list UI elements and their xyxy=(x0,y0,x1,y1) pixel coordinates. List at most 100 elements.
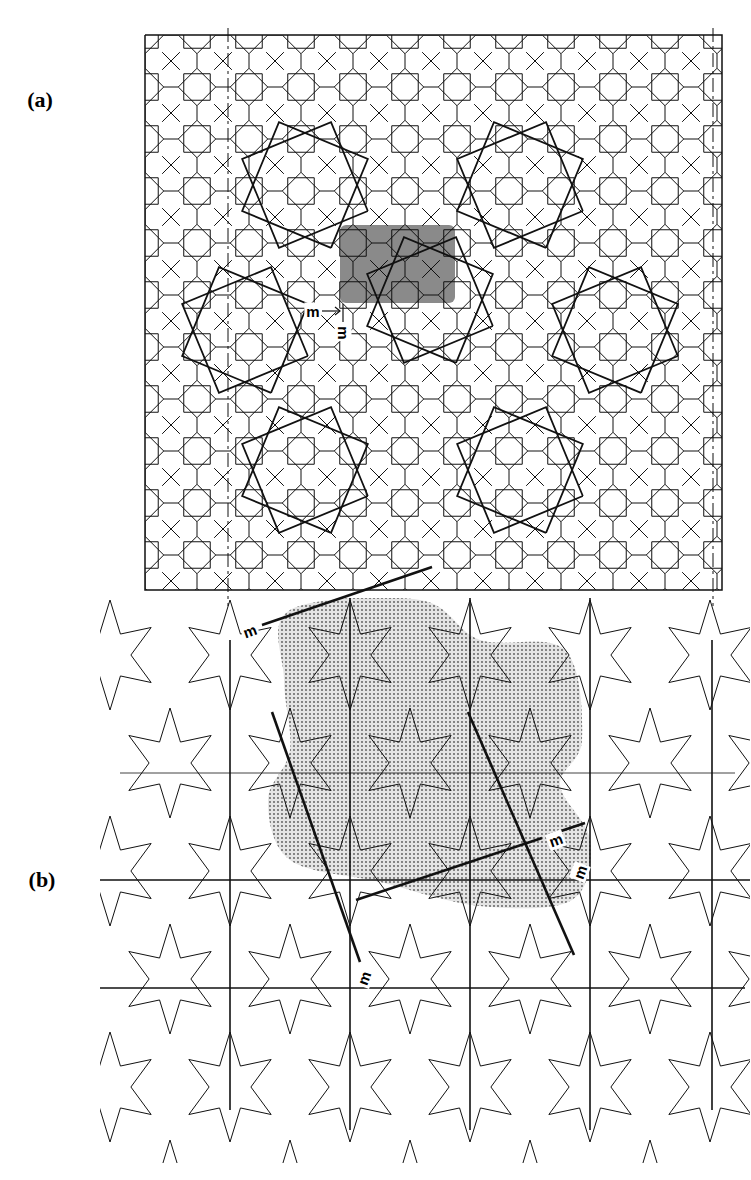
pattern-line xyxy=(509,470,510,485)
cross-mark xyxy=(162,260,180,278)
pattern-line xyxy=(216,243,231,244)
star-square xyxy=(600,438,626,464)
star-square xyxy=(145,536,164,573)
pattern-line xyxy=(197,210,198,225)
star-square xyxy=(145,230,158,256)
star-square xyxy=(594,120,631,157)
star-square xyxy=(496,282,522,308)
pattern-line xyxy=(405,210,406,225)
cross-mark xyxy=(162,156,180,174)
pattern-line xyxy=(613,366,614,381)
cross-mark xyxy=(266,312,284,330)
star-square xyxy=(334,536,371,573)
cross-mark xyxy=(474,104,492,122)
pattern-line xyxy=(424,87,439,88)
cross-mark xyxy=(682,364,700,382)
star-square xyxy=(282,172,319,209)
pattern-line xyxy=(320,555,335,556)
mirror-label: m xyxy=(239,620,261,642)
cross-mark xyxy=(422,572,440,590)
cross-mark xyxy=(162,312,180,330)
star-square xyxy=(236,74,262,100)
pattern-line xyxy=(353,158,354,173)
cross-mark xyxy=(422,52,440,70)
star-square xyxy=(230,68,267,105)
star-shape xyxy=(369,1140,451,1163)
pattern-line xyxy=(164,347,179,348)
cross-mark xyxy=(370,208,388,226)
pattern-line xyxy=(320,347,335,348)
star-shape xyxy=(100,816,151,926)
pattern-line xyxy=(509,314,510,329)
cross-mark xyxy=(682,468,700,486)
cross-mark xyxy=(162,572,180,590)
star-square xyxy=(178,120,215,157)
axis-line xyxy=(713,28,714,606)
pattern-line xyxy=(164,243,179,244)
pattern-line xyxy=(632,191,647,192)
star-square xyxy=(548,126,574,152)
cross-mark xyxy=(630,468,648,486)
cross-mark xyxy=(214,156,232,174)
cross-mark xyxy=(162,156,180,174)
pattern-line xyxy=(580,451,595,452)
pattern-line xyxy=(528,295,543,296)
cross-mark xyxy=(162,416,180,434)
shaded-region xyxy=(268,598,591,908)
cross-mark xyxy=(266,104,284,122)
pattern-line xyxy=(249,210,250,225)
cross-mark xyxy=(318,364,336,382)
star-square xyxy=(490,432,527,469)
pattern-line xyxy=(684,347,699,348)
cross-mark xyxy=(370,156,388,174)
pattern-line xyxy=(665,210,666,225)
cross-mark xyxy=(370,468,388,486)
cross-mark xyxy=(318,260,336,278)
star-square xyxy=(600,230,626,256)
cross-mark xyxy=(578,572,596,590)
cross-mark xyxy=(474,52,492,70)
pattern-line xyxy=(561,522,562,537)
star-shape xyxy=(669,816,750,926)
pattern-line xyxy=(353,54,354,69)
star-square xyxy=(178,328,215,365)
star-square xyxy=(600,282,626,308)
star-square xyxy=(184,542,210,568)
pattern-line xyxy=(197,418,198,433)
cross-mark xyxy=(370,416,388,434)
cross-mark xyxy=(266,312,284,330)
star-square xyxy=(542,68,579,105)
pattern-line xyxy=(528,87,543,88)
cross-mark xyxy=(578,104,596,122)
star-square xyxy=(438,484,475,521)
pattern-line xyxy=(301,210,302,225)
star-square xyxy=(145,282,158,308)
star-shape xyxy=(100,600,151,710)
guide-line xyxy=(229,640,231,1110)
cross-mark xyxy=(422,312,440,330)
star-square xyxy=(600,178,626,204)
pattern-line xyxy=(301,262,302,277)
cross-mark xyxy=(474,364,492,382)
pattern-line xyxy=(372,555,387,556)
star-square xyxy=(496,178,522,204)
pattern-line xyxy=(528,399,543,400)
large-star-square xyxy=(457,407,583,533)
pattern-line xyxy=(457,470,458,485)
cross-mark xyxy=(162,572,180,590)
pattern-line xyxy=(249,106,250,121)
star-square xyxy=(340,282,366,308)
cross-mark xyxy=(630,520,648,538)
star-square xyxy=(178,172,215,209)
mirror-label: m xyxy=(304,303,321,320)
star-square xyxy=(288,178,314,204)
cross-mark xyxy=(526,52,544,70)
star-square xyxy=(230,172,267,209)
star-square xyxy=(386,172,423,209)
star-square xyxy=(600,126,626,152)
star-square xyxy=(698,380,722,417)
star-square xyxy=(282,380,319,417)
star-square xyxy=(340,74,366,100)
cross-mark xyxy=(630,156,648,174)
cross-mark xyxy=(370,468,388,486)
